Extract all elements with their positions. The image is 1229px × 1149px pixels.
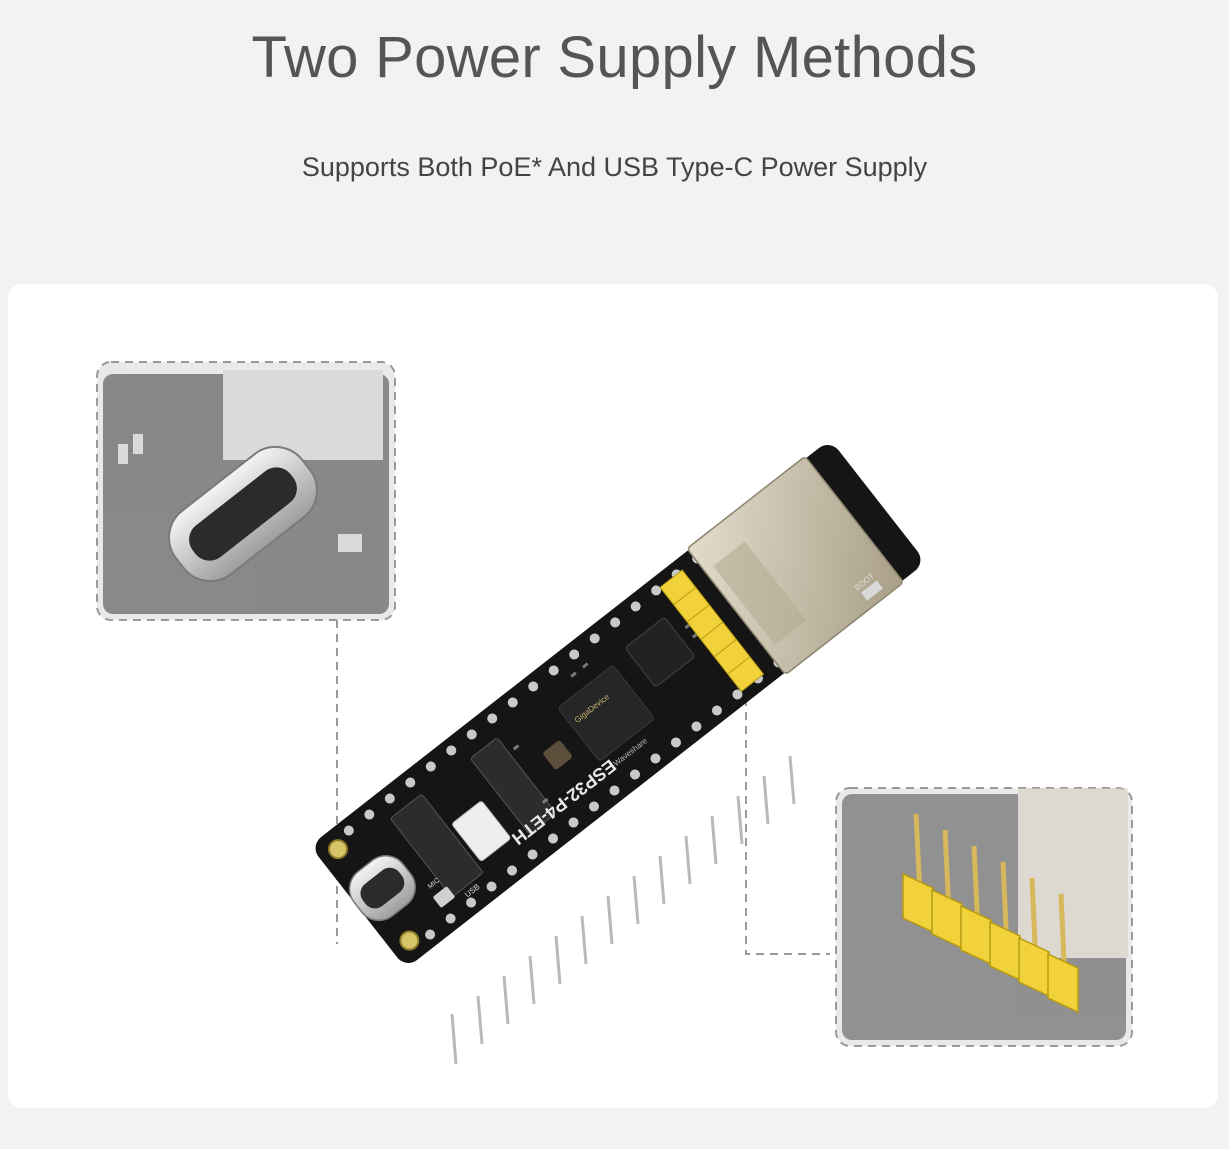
microphone: [433, 886, 455, 908]
sensor-chip: [543, 740, 572, 770]
board-pin-legs: [450, 755, 796, 1065]
usb-c-port-zoomed: [168, 445, 318, 583]
callout-connectors: [336, 614, 830, 955]
poe-callout-connector: [745, 614, 830, 955]
ffc-connector-2: [470, 738, 556, 834]
ffc-connector-1: [390, 794, 483, 897]
jst-connector: [452, 801, 511, 862]
boot-button: [861, 580, 883, 601]
poe-header-pins: [659, 569, 765, 693]
poe-pins-zoomed: [902, 813, 1079, 1014]
esp32-p4-eth-board: ESP32-P4-ETH Waveshare GigaDevice BOOT U…: [315, 445, 921, 963]
product-image-card: ESP32-P4-ETH Waveshare GigaDevice BOOT U…: [8, 284, 1218, 1108]
poe-header-zoom-callout: [835, 787, 1133, 1047]
page-subtitle: Supports Both PoE* And USB Type-C Power …: [301, 152, 928, 182]
page-title: Two Power Supply Methods: [251, 25, 978, 90]
gpio-pads-top: [343, 553, 703, 836]
ethernet-phy-chip: [625, 617, 695, 687]
board-illustration: ESP32-P4-ETH Waveshare GigaDevice BOOT U…: [96, 361, 1133, 1065]
rj45-jack: [687, 457, 903, 674]
usb-c-zoom-callout: [96, 361, 396, 621]
flash-chip: [558, 666, 654, 761]
